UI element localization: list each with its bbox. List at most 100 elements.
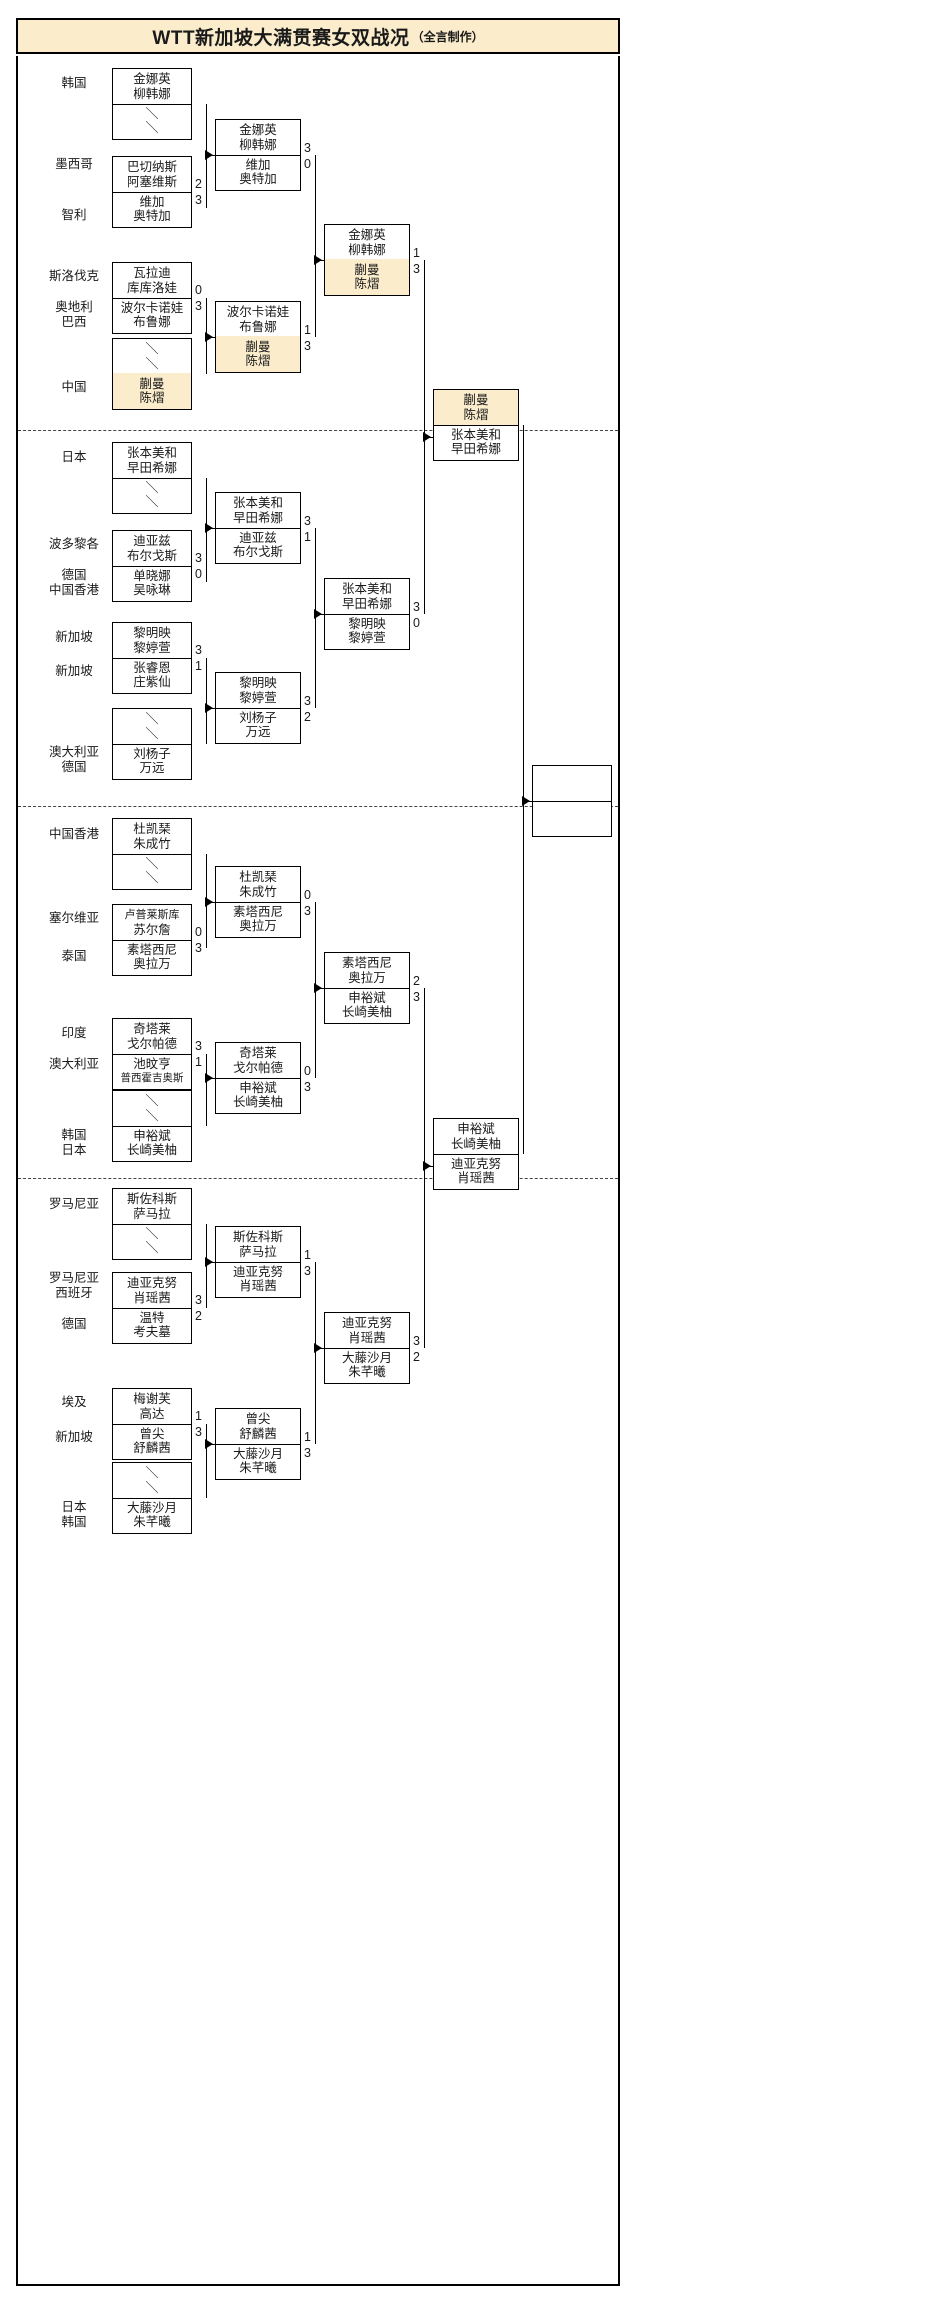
score: 1 <box>413 246 420 260</box>
team-slot[interactable]: 杜凯琹 朱成竹 <box>216 867 300 903</box>
match-box-r1m3[interactable]: 瓦拉迪 库库洛娃 波尔卡诺娃 布鲁娜 <box>112 262 192 334</box>
match-box-r1m5[interactable]: 张本美和 早田希娜 ＼ ＼ <box>112 442 192 514</box>
team-slot-highlight[interactable]: 蒯曼 陈熠 <box>113 373 191 409</box>
team-slot-bye[interactable]: ＼ ＼ <box>113 477 191 513</box>
match-box-r1m2[interactable]: 巴切纳斯 阿塞维斯 维加 奥特加 <box>112 156 192 228</box>
score: 3 <box>304 1446 311 1460</box>
team-slot[interactable]: 迪亚克努 肖瑶茜 <box>216 1261 300 1297</box>
match-box-r2m2[interactable]: 波尔卡诺娃 布鲁娜 蒯曼 陈熠 <box>215 301 301 373</box>
team-slot-bye[interactable]: ＼ ＼ <box>113 103 191 139</box>
team-slot-final-bot[interactable] <box>533 800 611 836</box>
match-box-r2m5[interactable]: 杜凯琹 朱成竹 素塔西尼 奥拉万 <box>215 866 301 938</box>
match-box-r2m3[interactable]: 张本美和 早田希娜 迪亚兹 布尔戈斯 <box>215 492 301 564</box>
team-slot[interactable]: 张睿恩 庄紫仙 <box>113 657 191 693</box>
match-box-final[interactable] <box>532 765 612 837</box>
match-box-r1m4[interactable]: ＼ ＼ 蒯曼 陈熠 <box>112 338 192 410</box>
team-slot[interactable]: 张本美和 早田希娜 <box>113 443 191 479</box>
team-slot[interactable]: 金娜英 柳韩娜 <box>216 120 300 156</box>
team-slot[interactable]: 波尔卡诺娃 布鲁娜 <box>216 302 300 338</box>
team-slot[interactable]: 大藤沙月 朱芊曦 <box>216 1443 300 1479</box>
match-box-r1m7[interactable]: 黎明映 黎婷萱 张睿恩 庄紫仙 <box>112 622 192 694</box>
team-slot[interactable]: 迪亚兹 布尔戈斯 <box>216 527 300 563</box>
match-box-r1m11[interactable]: 奇塔莱 戈尔帕德 池旼亨 普西霍吉奥斯 <box>112 1018 192 1090</box>
team-slot[interactable]: 曾尖 舒麟茜 <box>113 1423 191 1459</box>
score: 3 <box>304 904 311 918</box>
team-slot[interactable]: 迪亚克努 肖瑶茜 <box>325 1313 409 1349</box>
match-box-sf2[interactable]: 申裕斌 长崎美柚 迪亚克努 肖瑶茜 <box>433 1118 519 1190</box>
team-slot-highlight[interactable]: 蒯曼 陈熠 <box>434 390 518 426</box>
match-box-r1m13[interactable]: 斯佐科斯 萨马拉 ＼ ＼ <box>112 1188 192 1260</box>
team-slot-bye[interactable]: ＼ ＼ <box>113 1091 191 1127</box>
player-name: 巴切纳斯 <box>126 160 177 174</box>
team-slot[interactable]: 温特 考夫墓 <box>113 1307 191 1343</box>
team-slot[interactable]: 斯佐科斯 萨马拉 <box>216 1227 300 1263</box>
team-slot-bye[interactable]: ＼ ＼ <box>113 709 191 745</box>
team-slot[interactable]: 黎明映 黎婷萱 <box>216 673 300 709</box>
team-slot[interactable]: 张本美和 早田希娜 <box>325 579 409 615</box>
team-slot[interactable]: 素塔西尼 奥拉万 <box>113 939 191 975</box>
match-box-r1m15[interactable]: 梅谢芙 高达 曾尖 舒麟茜 <box>112 1388 192 1460</box>
team-slot[interactable]: 奇塔莱 戈尔帕德 <box>216 1043 300 1079</box>
team-slot[interactable]: 卢普莱斯库 苏尔詹 <box>113 905 191 941</box>
match-box-r1m16[interactable]: ＼ ＼ 大藤沙月 朱芊曦 <box>112 1462 192 1534</box>
match-box-r2m4[interactable]: 黎明映 黎婷萱 刘杨子 万远 <box>215 672 301 744</box>
team-slot[interactable]: 奇塔莱 戈尔帕德 <box>113 1019 191 1055</box>
match-box-qf1[interactable]: 金娜英 柳韩娜 蒯曼 陈熠 <box>324 224 410 296</box>
match-box-r1m10[interactable]: 卢普莱斯库 苏尔詹 素塔西尼 奥拉万 <box>112 904 192 976</box>
match-box-r1m9[interactable]: 杜凯琹 朱成竹 ＼ ＼ <box>112 818 192 890</box>
match-box-r2m1[interactable]: 金娜英 柳韩娜 维加 奥特加 <box>215 119 301 191</box>
team-slot-bye[interactable]: ＼ ＼ <box>113 853 191 889</box>
team-slot[interactable]: 迪亚兹 布尔戈斯 <box>113 531 191 567</box>
team-slot-bye[interactable]: ＼ ＼ <box>113 339 191 375</box>
team-slot[interactable]: 大藤沙月 朱芊曦 <box>113 1497 191 1533</box>
team-slot-highlight[interactable]: 蒯曼 陈熠 <box>216 336 300 372</box>
team-slot[interactable]: 张本美和 早田希娜 <box>216 493 300 529</box>
team-slot[interactable]: 迪亚克努 肖瑶茜 <box>434 1153 518 1189</box>
match-box-sf1[interactable]: 蒯曼 陈熠 张本美和 早田希娜 <box>433 389 519 461</box>
player-name: 维加 <box>139 194 165 209</box>
team-slot[interactable]: 刘杨子 万远 <box>216 707 300 743</box>
match-box-qf4[interactable]: 迪亚克努 肖瑶茜 大藤沙月 朱芊曦 <box>324 1312 410 1384</box>
team-slot-bye[interactable]: ＼ ＼ <box>113 1463 191 1499</box>
team-slot[interactable]: 申裕斌 长崎美柚 <box>113 1125 191 1161</box>
match-box-r1m6[interactable]: 迪亚兹 布尔戈斯 单晓娜 吴咏琳 <box>112 530 192 602</box>
team-slot[interactable]: 刘杨子 万远 <box>113 743 191 779</box>
team-slot[interactable]: 金娜英 柳韩娜 <box>113 69 191 105</box>
team-slot[interactable]: 申裕斌 长崎美柚 <box>434 1119 518 1155</box>
match-box-r2m8[interactable]: 曾尖 舒麟茜 大藤沙月 朱芊曦 <box>215 1408 301 1480</box>
team-slot[interactable]: 张本美和 早田希娜 <box>434 424 518 460</box>
team-slot[interactable]: 池旼亨 普西霍吉奥斯 <box>113 1053 191 1089</box>
match-box-r1m1[interactable]: 金娜英 柳韩娜 ＼ ＼ <box>112 68 192 140</box>
team-slot[interactable]: 维加 奥特加 <box>113 191 191 227</box>
section-divider-2 <box>18 806 618 807</box>
team-slot[interactable]: 素塔西尼 奥拉万 <box>325 953 409 989</box>
team-slot[interactable]: 黎明映 黎婷萱 <box>325 613 409 649</box>
match-box-r1m12[interactable]: ＼ ＼ 申裕斌 长崎美柚 <box>112 1090 192 1162</box>
team-slot[interactable]: 斯佐科斯 萨马拉 <box>113 1189 191 1225</box>
team-slot[interactable]: 金娜英 柳韩娜 <box>325 225 409 261</box>
team-slot[interactable]: 巴切纳斯 阿塞维斯 <box>113 157 191 193</box>
match-box-r1m8[interactable]: ＼ ＼ 刘杨子 万远 <box>112 708 192 780</box>
team-slot[interactable]: 黎明映 黎婷萱 <box>113 623 191 659</box>
match-box-r1m14[interactable]: 迪亚克努 肖瑶茜 温特 考夫墓 <box>112 1272 192 1344</box>
team-slot-bye[interactable]: ＼ ＼ <box>113 1223 191 1259</box>
match-box-r2m6[interactable]: 奇塔莱 戈尔帕德 申裕斌 长崎美柚 <box>215 1042 301 1114</box>
match-box-r2m7[interactable]: 斯佐科斯 萨马拉 迪亚克努 肖瑶茜 <box>215 1226 301 1298</box>
team-slot[interactable]: 申裕斌 长崎美柚 <box>216 1077 300 1113</box>
team-slot-highlight[interactable]: 蒯曼 陈熠 <box>325 259 409 295</box>
team-slot[interactable]: 维加 奥特加 <box>216 154 300 190</box>
team-slot[interactable]: 素塔西尼 奥拉万 <box>216 901 300 937</box>
team-slot-final-top[interactable] <box>533 766 611 802</box>
team-slot[interactable]: 大藤沙月 朱芊曦 <box>325 1347 409 1383</box>
bye-mark: ＼ <box>145 855 159 871</box>
team-slot[interactable]: 杜凯琹 朱成竹 <box>113 819 191 855</box>
team-slot[interactable]: 申裕斌 长崎美柚 <box>325 987 409 1023</box>
team-slot[interactable]: 单晓娜 吴咏琳 <box>113 565 191 601</box>
team-slot[interactable]: 瓦拉迪 库库洛娃 <box>113 263 191 299</box>
team-slot[interactable]: 梅谢芙 高达 <box>113 1389 191 1425</box>
match-box-qf3[interactable]: 素塔西尼 奥拉万 申裕斌 长崎美柚 <box>324 952 410 1024</box>
team-slot[interactable]: 曾尖 舒麟茜 <box>216 1409 300 1445</box>
match-box-qf2[interactable]: 张本美和 早田希娜 黎明映 黎婷萱 <box>324 578 410 650</box>
team-slot[interactable]: 波尔卡诺娃 布鲁娜 <box>113 297 191 333</box>
team-slot[interactable]: 迪亚克努 肖瑶茜 <box>113 1273 191 1309</box>
